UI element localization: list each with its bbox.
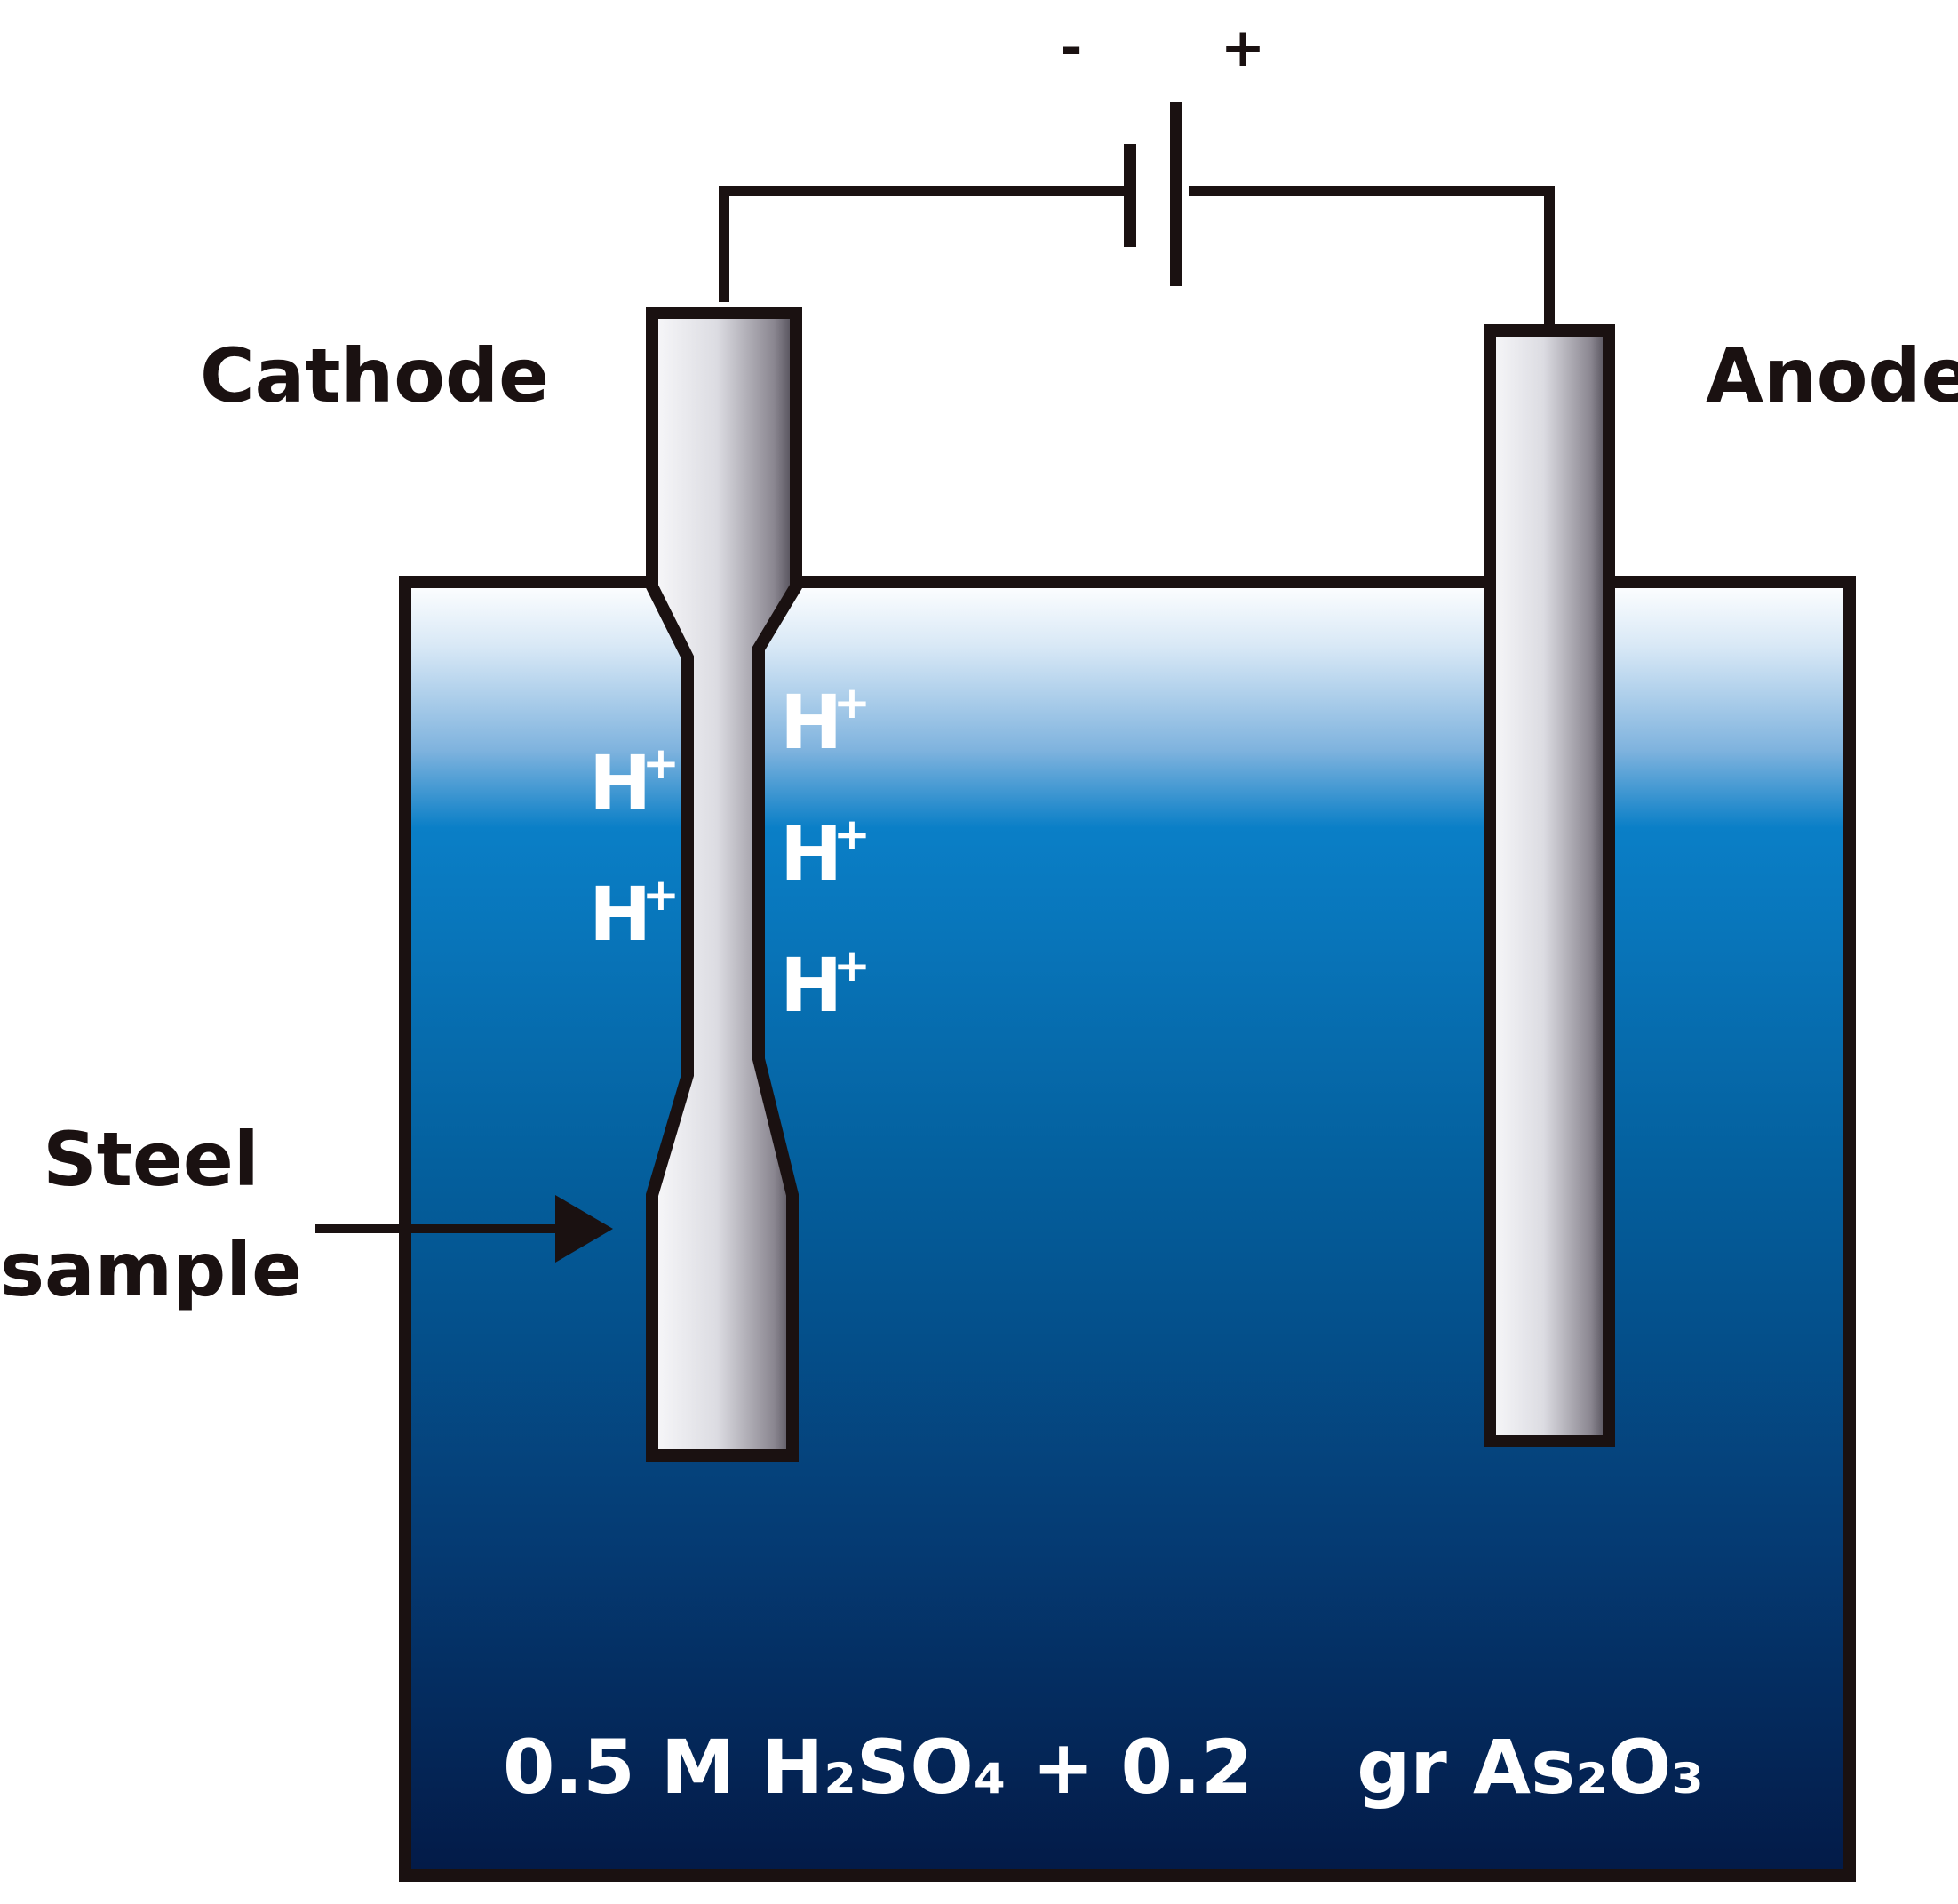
wire-right — [1189, 186, 1555, 327]
anode-label: Anode — [1706, 332, 1958, 419]
svg-text:+: + — [833, 677, 871, 729]
wire-left — [719, 186, 1126, 302]
hydrogen-ion: H + — [589, 737, 680, 826]
steel-sample-label-line1: Steel — [43, 1116, 259, 1203]
battery-negative-symbol: - — [1061, 17, 1083, 79]
svg-text:H: H — [589, 739, 651, 826]
solution-label: 0.5 M H₂SO₄ + 0.2 gr As₂O₃ — [503, 1724, 1704, 1811]
anode-electrode — [1484, 324, 1615, 1447]
cathode-steel-sample — [646, 307, 802, 1462]
hydrogen-ion: H + — [780, 940, 871, 1029]
steel-sample-label-line2: sample — [0, 1226, 302, 1313]
svg-text:H: H — [780, 942, 842, 1029]
svg-text:+: + — [833, 809, 871, 860]
battery-cell-icon — [1124, 102, 1182, 286]
hydrogen-ion: H + — [780, 809, 871, 897]
hydrogen-ion: H + — [589, 869, 680, 958]
svg-text:H: H — [780, 810, 842, 897]
svg-text:+: + — [833, 940, 871, 992]
svg-text:H: H — [780, 679, 842, 766]
svg-text:H: H — [589, 871, 651, 958]
battery-positive-symbol: + — [1221, 17, 1265, 79]
svg-text:+: + — [642, 869, 680, 920]
svg-text:+: + — [642, 737, 680, 789]
cathode-label: Cathode — [200, 332, 549, 419]
hydrogen-ion: H + — [780, 677, 871, 766]
arrow-right-icon — [315, 1195, 613, 1263]
